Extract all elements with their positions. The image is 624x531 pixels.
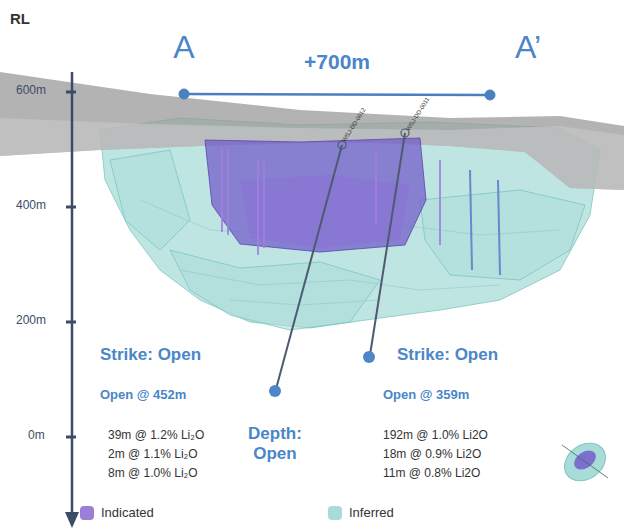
legend-label: Inferred [349,505,394,520]
tick-label: 0m [28,429,45,443]
intercept-grade: 39m @ 1.2% Li₂O [108,429,204,443]
rl-axis [65,72,79,528]
legend-swatch [328,506,342,520]
section-marker: A’ [515,29,541,66]
strike-note: Strike: Open [397,345,498,365]
intercept-grade: 11m @ 0.8% Li2O [383,467,480,481]
drill-traces [222,148,500,275]
strike-note: Strike: Open [100,345,201,365]
depth-note: Depth: Open [235,424,315,463]
section-marker: A [173,29,194,66]
legend-label: Indicated [101,505,154,520]
intercept-grade: 192m @ 1.0% Li2O [383,429,488,443]
intercept-grade: 8m @ 1.0% Li₂O [108,467,198,481]
hole-end-dot [269,385,281,397]
tick-label: 200m [16,314,46,328]
hole-end-dot [363,351,375,363]
section-length: +700m [304,50,370,74]
legend-item: Inferred [328,505,394,520]
indicated-body [205,138,426,252]
orebody-thumbnail [557,435,613,488]
open-depth-note: Open @ 359m [383,388,469,403]
intercept-grade: 2m @ 1.1% Li₂O [108,448,198,462]
section-line [179,89,495,100]
intercept-grade: 18m @ 0.9% Li2O [383,448,481,462]
drill-holes [276,129,409,389]
open-depth-note: Open @ 452m [100,388,186,403]
legend-swatch [80,506,94,520]
tick-label: 600m [16,84,46,98]
legend-item: Indicated [80,505,154,520]
axis-title: RL [10,10,30,27]
tick-label: 400m [16,199,46,213]
